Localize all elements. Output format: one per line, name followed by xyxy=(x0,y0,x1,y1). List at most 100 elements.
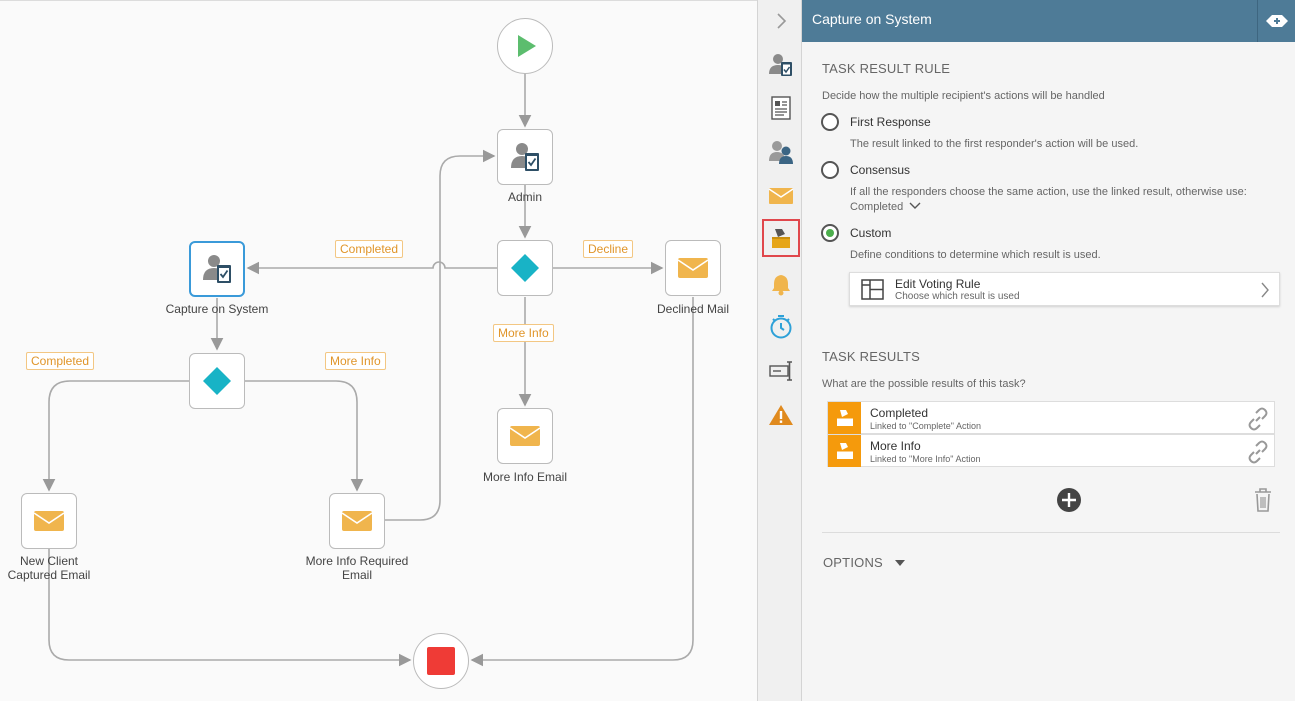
mail-icon xyxy=(341,511,373,531)
panel-header: Capture on System xyxy=(802,0,1295,42)
decision-node-2[interactable] xyxy=(189,353,245,409)
collapse-panel-button[interactable] xyxy=(765,5,797,37)
chevron-right-icon xyxy=(1261,282,1269,298)
more-info-email-node[interactable] xyxy=(497,408,553,464)
delete-result-button[interactable] xyxy=(1253,487,1273,513)
edge-label-completed[interactable]: Completed xyxy=(335,240,404,258)
consensus-dropdown[interactable]: Completed xyxy=(850,200,921,215)
decision-diamond-icon xyxy=(203,367,231,395)
admin-label: Admin xyxy=(507,190,542,204)
edit-voting-rule-button[interactable]: Edit Voting Rule Choose which result is … xyxy=(849,272,1280,306)
radio-consensus[interactable] xyxy=(821,161,839,179)
consensus-dropdown-value: Completed xyxy=(850,201,904,213)
task-result-name: More Info xyxy=(870,439,921,453)
tab-form[interactable] xyxy=(765,92,797,124)
radio-custom[interactable] xyxy=(821,224,839,242)
task-result-link-desc: Linked to "More Info" Action xyxy=(870,454,981,464)
caret-down-icon xyxy=(894,560,905,566)
tab-task-results[interactable] xyxy=(762,219,800,257)
mail-icon xyxy=(677,258,709,278)
new-client-email-label-line1: New Client xyxy=(19,554,79,568)
tab-notifications[interactable] xyxy=(765,268,797,300)
edge-label-completed-2[interactable]: Completed xyxy=(26,352,95,370)
chevron-right-icon xyxy=(777,13,787,29)
tab-email[interactable] xyxy=(765,180,797,212)
options-label: OPTIONS xyxy=(823,555,883,570)
new-client-email-label-line2: Captured Email xyxy=(7,568,91,582)
decision-node[interactable] xyxy=(497,240,553,296)
tab-user-task[interactable] xyxy=(765,49,797,81)
task-result-rule-hint: Decide how the multiple recipient's acti… xyxy=(822,90,1105,102)
task-results-icon xyxy=(772,229,790,248)
email-icon xyxy=(768,188,794,204)
warning-icon xyxy=(769,405,793,425)
task-results-hint: What are the possible results of this ta… xyxy=(822,378,1026,390)
connector-newclient-end xyxy=(48,549,412,667)
tab-warnings[interactable] xyxy=(765,399,797,431)
canvas-top-border xyxy=(0,0,757,1)
more-info-required-email-node[interactable] xyxy=(329,493,385,549)
capture-on-system-label: Capture on System xyxy=(165,302,269,316)
declined-mail-label: Declined Mail xyxy=(656,302,730,316)
user-task-icon xyxy=(769,54,792,76)
consensus-label[interactable]: Consensus xyxy=(850,163,911,177)
text-field-icon xyxy=(769,361,792,381)
edge-label-decline[interactable]: Decline xyxy=(583,240,634,258)
play-icon xyxy=(518,35,536,57)
connector-decision-capture xyxy=(246,261,497,275)
edge-label-more-info[interactable]: More Info xyxy=(493,324,554,342)
connector-moreinforeq-admin xyxy=(385,149,496,521)
new-client-email-node[interactable] xyxy=(21,493,77,549)
task-results-heading: TASK RESULTS xyxy=(822,349,920,364)
tab-recipients[interactable] xyxy=(765,136,797,168)
capture-on-system-node[interactable] xyxy=(189,241,245,297)
end-node[interactable] xyxy=(413,633,469,689)
more-info-required-email-label: More Info Required Email xyxy=(292,554,422,582)
decision-diamond-icon xyxy=(511,254,539,282)
panel-title: Capture on System xyxy=(812,11,932,27)
first-response-desc: The result linked to the first responder… xyxy=(850,138,1139,150)
link-icon[interactable] xyxy=(1246,407,1270,431)
task-result-row[interactable]: More Info Linked to "More Info" Action xyxy=(827,434,1275,467)
connector-lines xyxy=(42,73,694,667)
task-results-icon xyxy=(828,435,861,467)
connector-decision2-moreinforeq xyxy=(245,380,364,492)
tab-text-field[interactable] xyxy=(765,355,797,387)
workflow-canvas[interactable]: Admin Declined Mail More Info Email Capt… xyxy=(0,0,757,701)
custom-label[interactable]: Custom xyxy=(850,226,892,240)
first-response-label[interactable]: First Response xyxy=(850,115,931,129)
task-result-row[interactable]: Completed Linked to "Complete" Action xyxy=(827,401,1275,434)
options-divider xyxy=(822,532,1280,533)
escalation-timer-icon xyxy=(770,315,792,339)
options-section-toggle[interactable]: OPTIONS xyxy=(823,555,905,570)
properties-panel: Capture on System TASK RESULT RULE Decid… xyxy=(802,0,1295,701)
task-results-icon xyxy=(828,402,861,434)
form-icon xyxy=(771,96,791,120)
custom-desc: Define conditions to determine which res… xyxy=(850,249,1101,261)
consensus-desc: If all the responders choose the same ac… xyxy=(850,186,1247,198)
edit-voting-rule-title: Edit Voting Rule xyxy=(895,277,981,291)
link-icon[interactable] xyxy=(1246,440,1270,464)
task-result-rule-heading: TASK RESULT RULE xyxy=(822,61,951,76)
expand-panel-button[interactable] xyxy=(1257,0,1295,42)
task-result-link-desc: Linked to "Complete" Action xyxy=(870,421,981,431)
configuration-tab-bar xyxy=(757,0,802,701)
edge-label-more-info-2[interactable]: More Info xyxy=(325,352,386,370)
mail-icon xyxy=(33,511,65,531)
new-client-email-label: New Client Captured Email xyxy=(0,554,114,582)
start-node[interactable] xyxy=(497,18,553,74)
expand-arrows-icon xyxy=(1265,15,1288,27)
voting-rule-layout-icon xyxy=(861,279,884,300)
radio-first-response[interactable] xyxy=(821,113,839,131)
task-result-name: Completed xyxy=(870,406,929,420)
more-info-required-label-line1: More Info Required xyxy=(305,554,409,568)
connector-declined-end xyxy=(470,297,694,667)
add-result-button[interactable] xyxy=(1056,487,1082,513)
admin-task-node[interactable] xyxy=(497,129,553,185)
more-info-email-label: More Info Email xyxy=(482,470,568,484)
recipients-icon xyxy=(769,141,793,164)
edit-voting-rule-subtitle: Choose which result is used xyxy=(895,291,1020,302)
tab-escalations[interactable] xyxy=(765,311,797,343)
user-task-icon xyxy=(203,255,231,283)
declined-mail-node[interactable] xyxy=(665,240,721,296)
